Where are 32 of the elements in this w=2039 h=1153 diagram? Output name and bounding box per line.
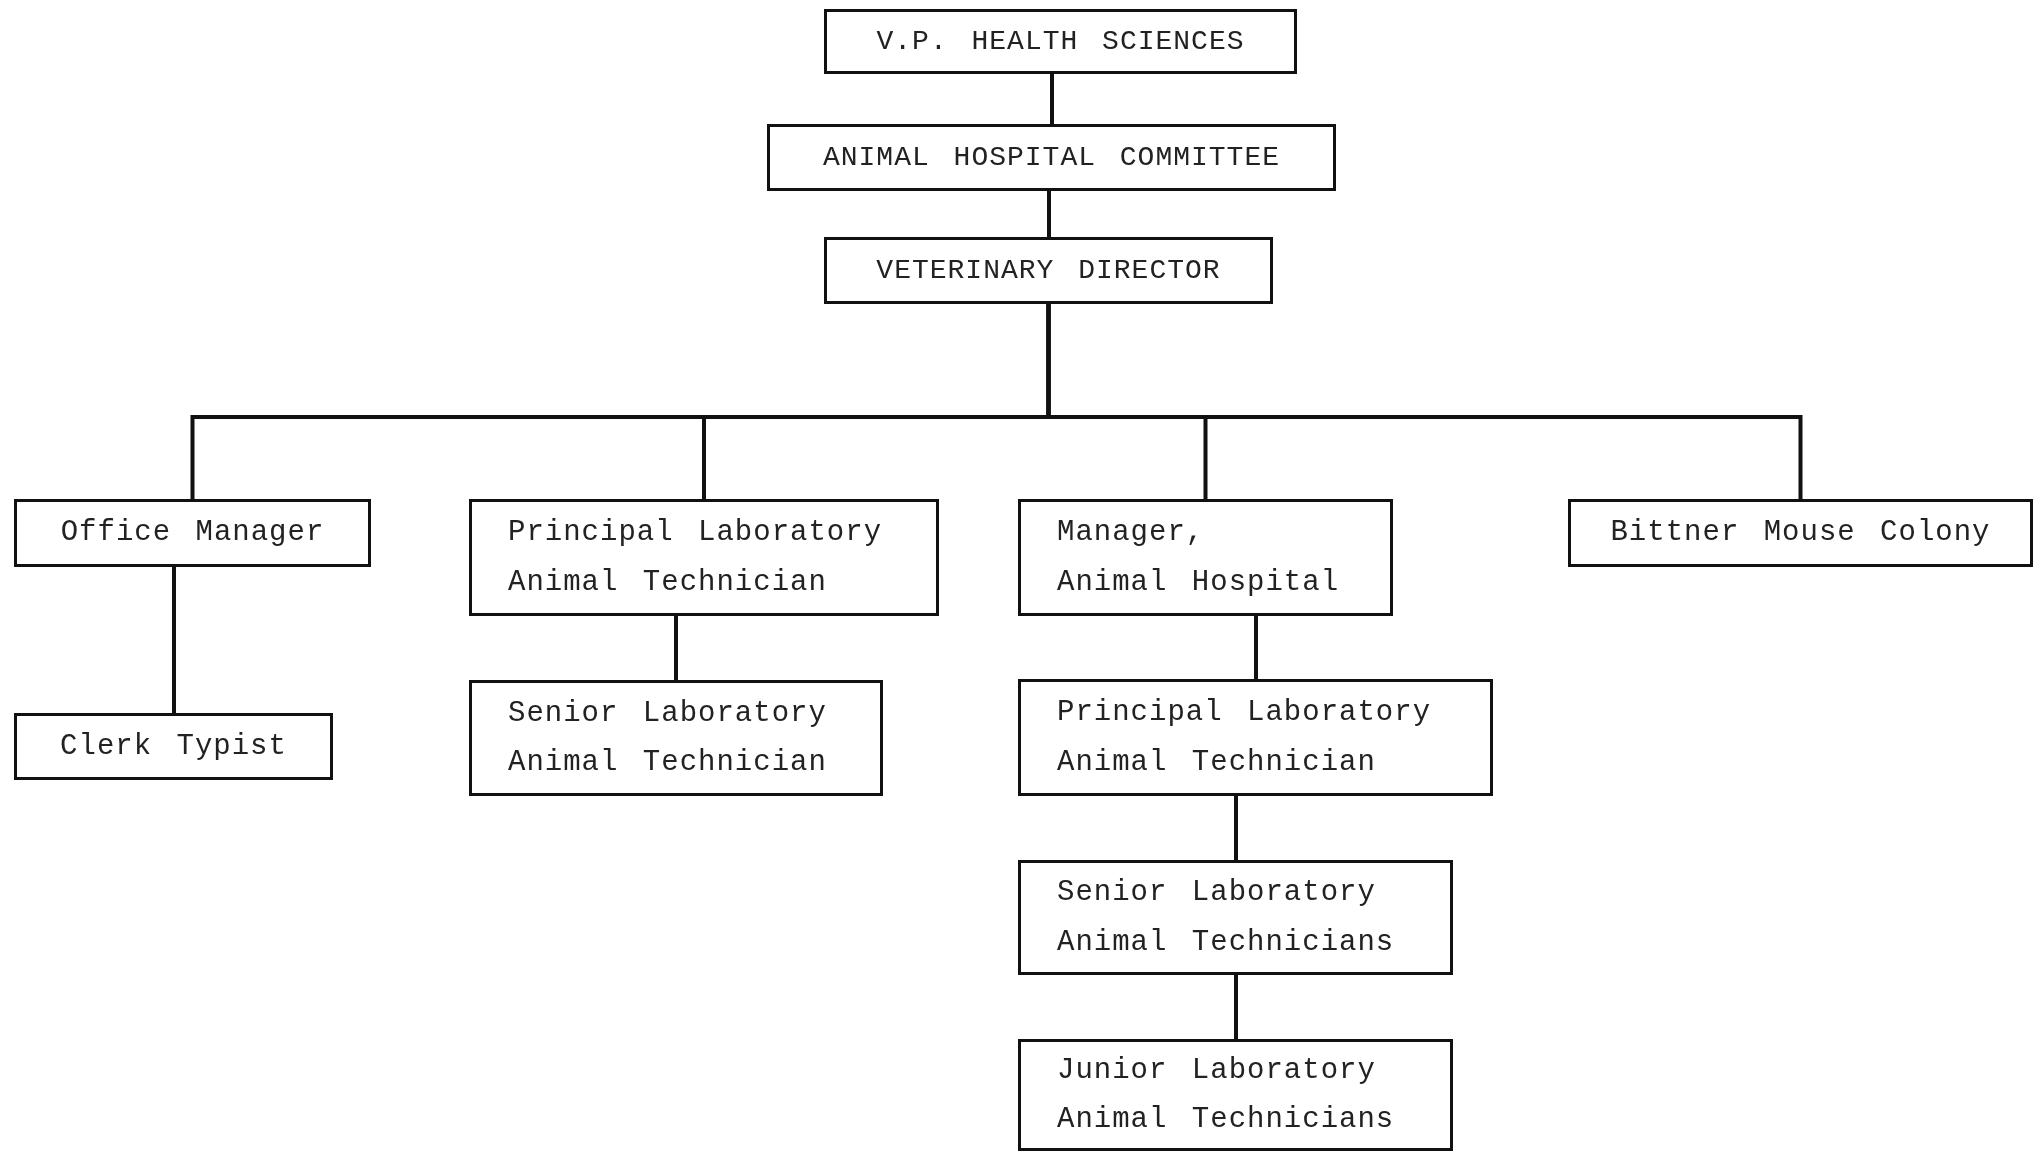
role-title: Senior Laboratory Animal Technicians (1057, 875, 1395, 961)
org-box (14, 499, 371, 567)
role-title: Senior Laboratory Animal Technician (508, 695, 827, 781)
org-box (1018, 679, 1493, 796)
role-title: Manager, Animal Hospital (1057, 515, 1340, 601)
role-title: ANIMAL HOSPITAL COMMITTEE (822, 140, 1281, 175)
connector-line (172, 567, 176, 713)
connector-line (1050, 74, 1054, 124)
role-title: Junior Laboratory Animal Technicians (1057, 1052, 1395, 1138)
org-box (767, 124, 1336, 191)
role-title: V.P. HEALTH SCIENCES (876, 24, 1245, 59)
org-box (469, 680, 883, 796)
connector-line (1254, 616, 1258, 679)
org-box (1018, 1039, 1453, 1151)
org-box (14, 713, 333, 780)
role-title: Clerk Typist (60, 728, 287, 765)
role-title: Office Manager (60, 515, 325, 552)
org-box (1018, 499, 1393, 616)
role-title: VETERINARY DIRECTOR (876, 253, 1221, 288)
org-box (824, 9, 1297, 74)
connector-line (1047, 191, 1051, 237)
role-title: Principal Laboratory Animal Technician (1057, 695, 1432, 781)
role-title: Bittner Mouse Colony (1610, 515, 1991, 552)
org-box (1568, 499, 2033, 567)
org-box (1018, 860, 1453, 975)
connector-line (1234, 796, 1238, 860)
connector-line (674, 616, 678, 680)
connector-line (1234, 975, 1238, 1039)
org-box (824, 237, 1273, 304)
role-title: Principal Laboratory Animal Technician (508, 515, 883, 601)
org-box (469, 499, 939, 616)
connector-line (1046, 304, 1803, 499)
